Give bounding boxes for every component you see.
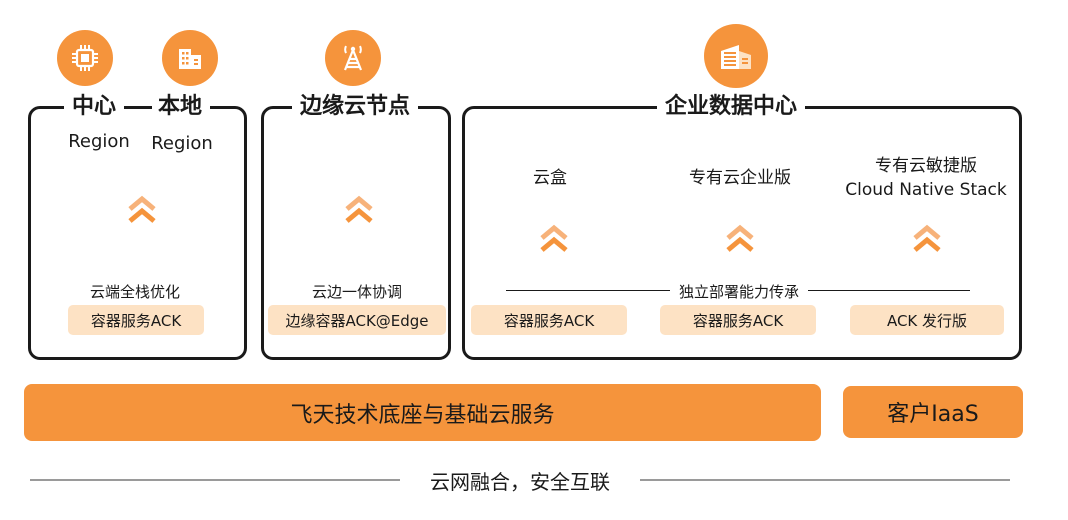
chevron-up-icon: [345, 195, 373, 223]
chevron-up-icon: [913, 224, 941, 252]
datacenter-icon: [704, 24, 768, 88]
building-icon: [162, 30, 218, 86]
enterprise-product-pill-enterprise: 容器服务ACK: [660, 305, 816, 335]
inheritance-rule-right: [808, 290, 970, 291]
chevron-up-icon: [128, 195, 156, 223]
enterprise-product-pill-box: 容器服务ACK: [471, 305, 627, 335]
edge-product-pill: 边缘容器ACK@Edge: [268, 305, 446, 335]
offering-label-box: 云盒: [533, 168, 567, 188]
title-enterprise: 企业数据中心: [657, 96, 806, 118]
customer-iaas-bar: 客户IaaS: [843, 386, 1023, 438]
title-dash: [130, 106, 152, 109]
title-local: 本地: [150, 96, 211, 118]
title-center: 中心: [64, 96, 125, 118]
chevron-up-icon: [540, 224, 568, 252]
chevron-up-icon: [726, 224, 754, 252]
footer-text: 云网融合，安全互联: [430, 470, 610, 494]
offering-label-agile: 专有云敏捷版: [875, 156, 977, 176]
title-edge: 边缘云节点: [292, 96, 419, 118]
region-local-label: Region: [151, 133, 213, 154]
enterprise-product-pill-agile: ACK 发行版: [850, 305, 1004, 335]
footer-line-left: [30, 479, 400, 481]
offering-label-enterprise: 专有云企业版: [689, 168, 791, 188]
region-center-label: Region: [68, 131, 130, 152]
footer-line-right: [640, 479, 1010, 481]
chip-icon: [57, 30, 113, 86]
edge-caption: 云边一体协调: [311, 283, 402, 301]
signal-tower-icon: [325, 30, 381, 86]
center-caption: 云端全栈优化: [89, 283, 180, 301]
center-product-pill: 容器服务ACK: [68, 305, 204, 335]
inheritance-label: 独立部署能力传承: [678, 283, 799, 301]
inheritance-rule-left: [506, 290, 670, 291]
base-services-bar: 飞天技术底座与基础云服务: [24, 384, 821, 441]
offering-label-agile-en: Cloud Native Stack: [845, 180, 1007, 200]
